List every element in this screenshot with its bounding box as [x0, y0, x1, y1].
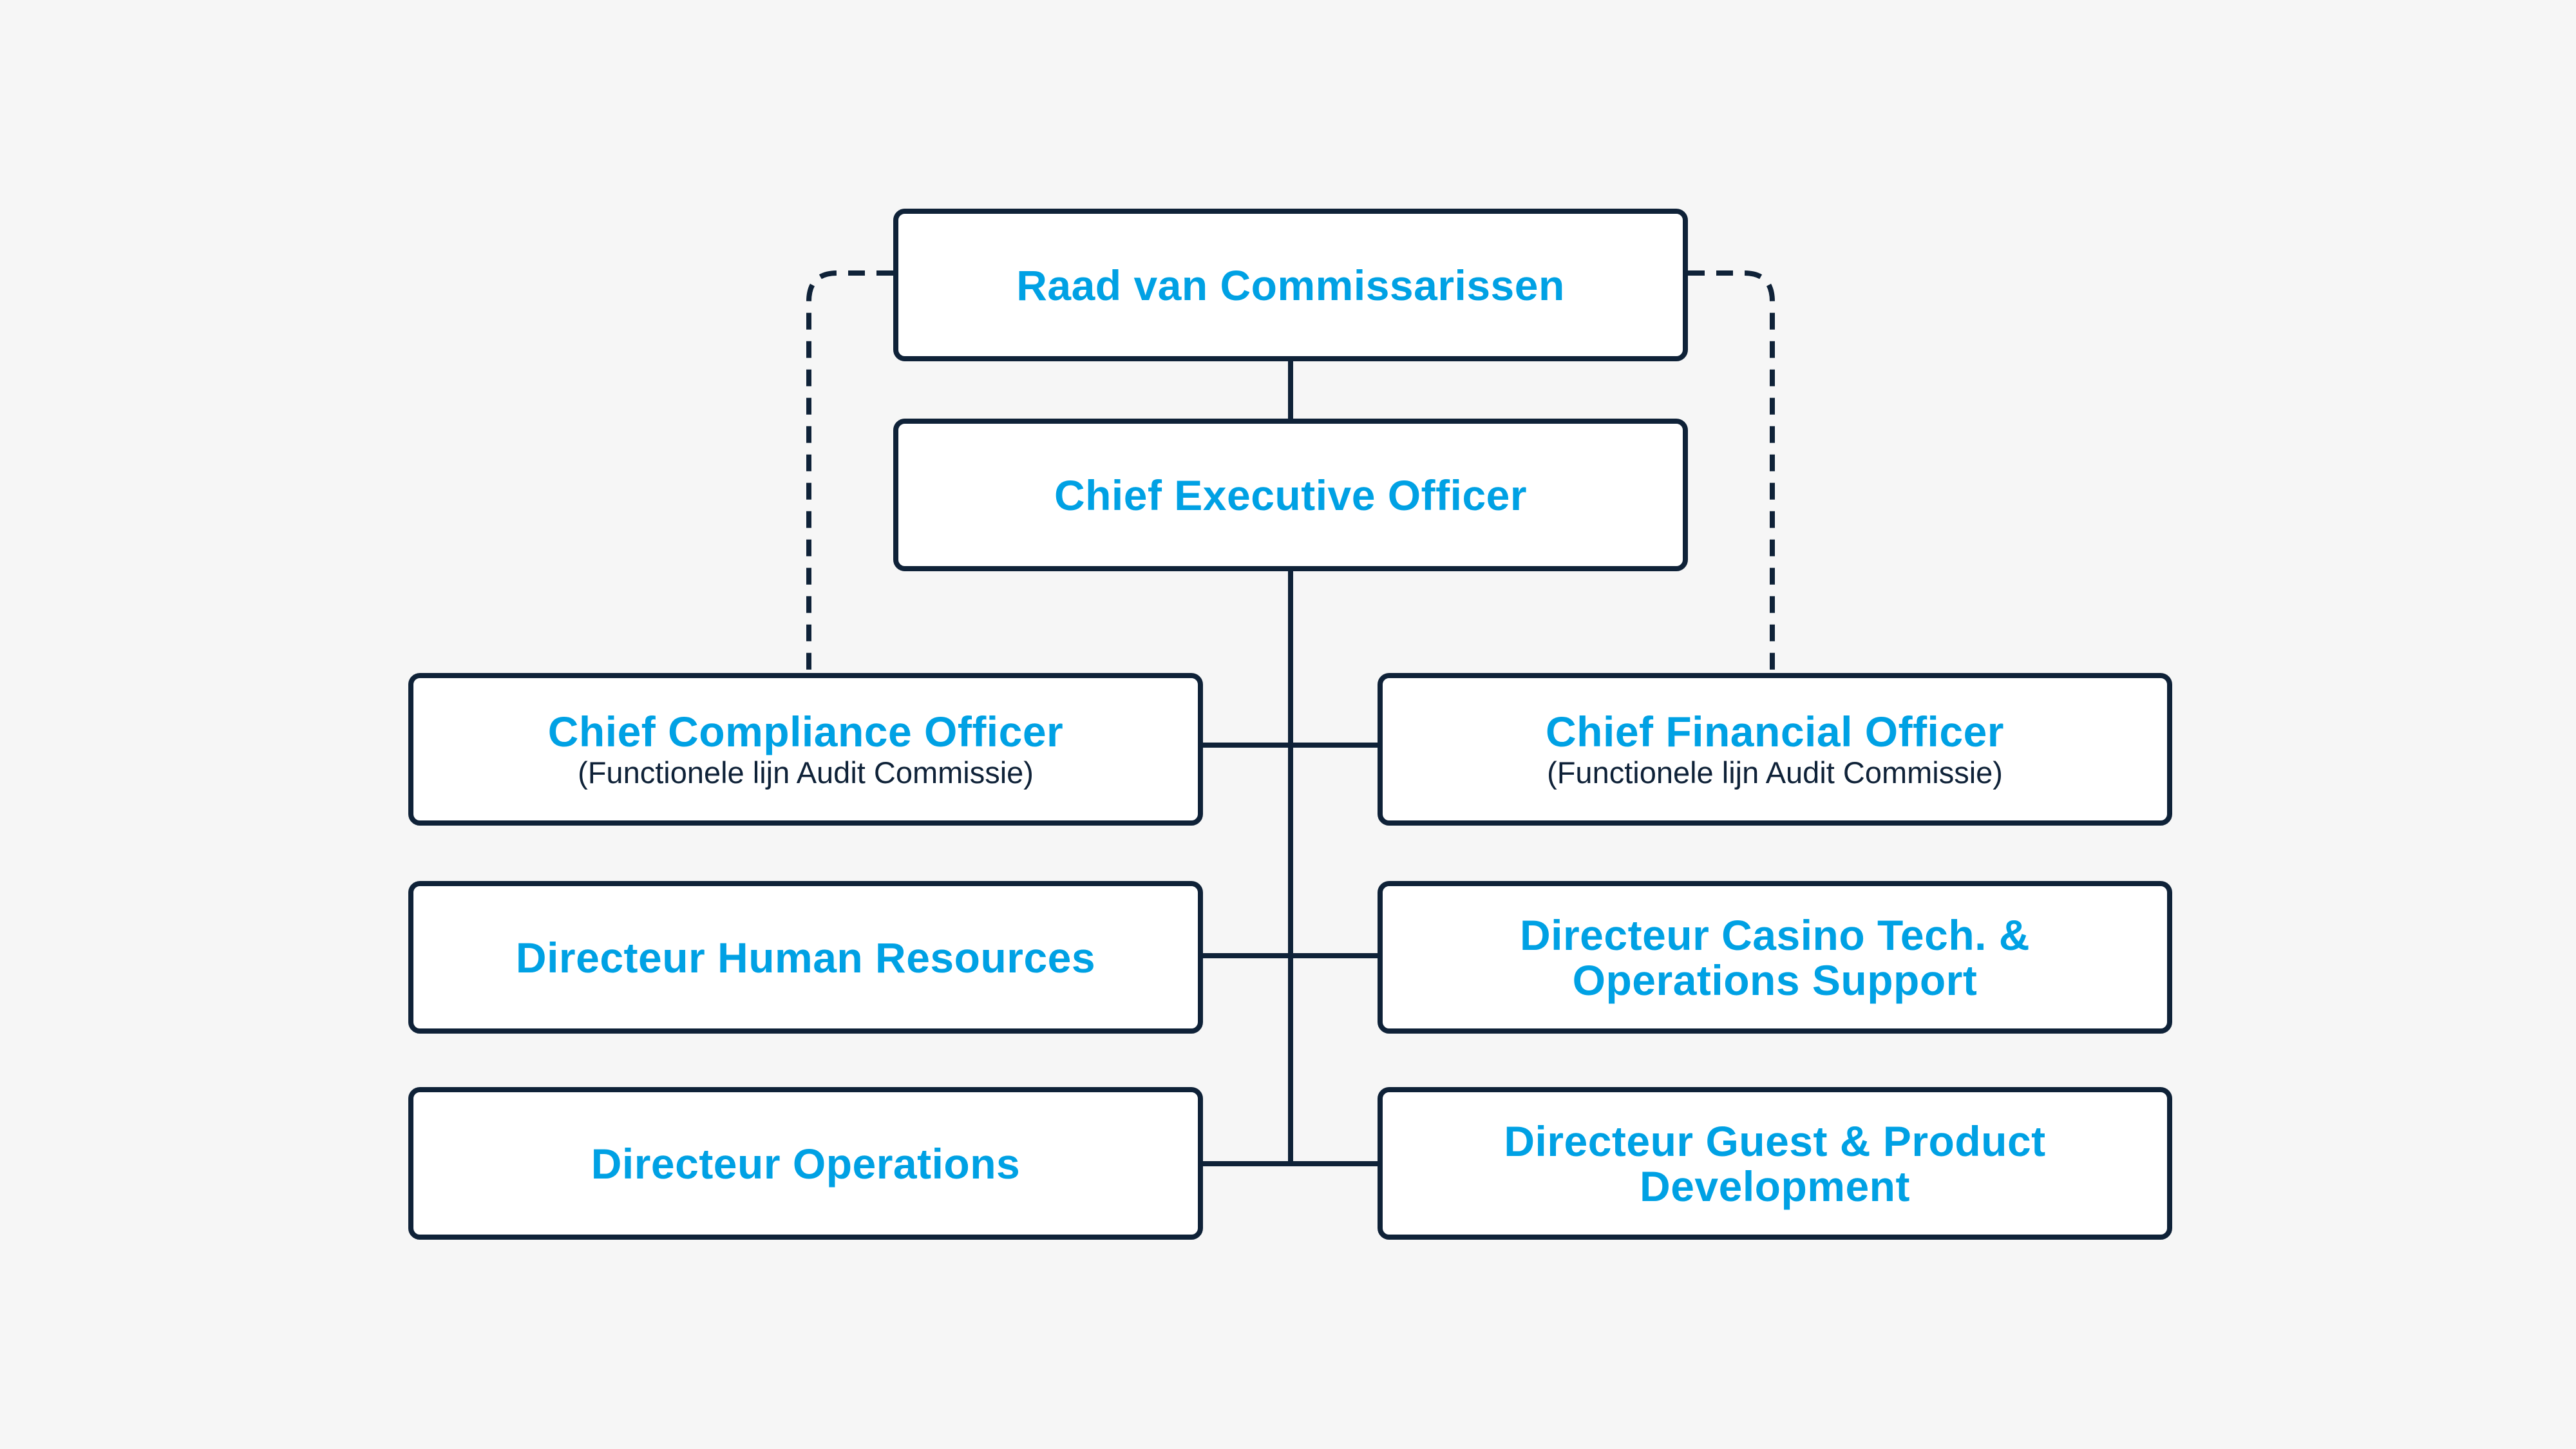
operations-director-title: Directeur Operations	[591, 1139, 1021, 1188]
guest-product-director-title-line2: Development	[1640, 1162, 1910, 1210]
cco-box: Chief Compliance Officer (Functionele li…	[408, 673, 1203, 826]
board-title: Raad van Commissarissen	[1016, 261, 1565, 309]
cfo-box: Chief Financial Officer (Functionele lij…	[1378, 673, 2172, 826]
cco-subtitle: (Functionele lijn Audit Commissie)	[578, 755, 1034, 790]
guest-product-director-box: Directeur Guest & Product Development	[1378, 1087, 2172, 1240]
casino-tech-director-title-line1: Directeur Casino Tech. &	[1520, 911, 2030, 959]
ceo-title: Chief Executive Officer	[1054, 471, 1528, 519]
board-box: Raad van Commissarissen	[893, 209, 1688, 361]
operations-director-box: Directeur Operations	[408, 1087, 1203, 1240]
casino-tech-director-box: Directeur Casino Tech. & Operations Supp…	[1378, 881, 2172, 1034]
guest-product-director-title-line1: Directeur Guest & Product	[1504, 1117, 2046, 1165]
hr-director-box: Directeur Human Resources	[408, 881, 1203, 1034]
casino-tech-director-title-line2: Operations Support	[1572, 956, 1978, 1004]
ceo-box: Chief Executive Officer	[893, 419, 1688, 571]
hr-director-title: Directeur Human Resources	[515, 933, 1096, 981]
dashed-connector-board-cfo	[1688, 270, 1775, 673]
cfo-subtitle: (Functionele lijn Audit Commissie)	[1547, 755, 2003, 790]
cfo-title: Chief Financial Officer	[1546, 707, 2004, 755]
cco-title: Chief Compliance Officer	[547, 707, 1064, 755]
dashed-connector-board-cco	[806, 270, 893, 673]
